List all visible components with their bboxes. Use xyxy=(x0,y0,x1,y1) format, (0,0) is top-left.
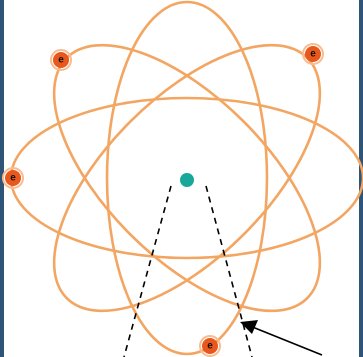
pointer-arrow-shaft xyxy=(250,326,322,355)
electron-top-left: e xyxy=(51,50,71,70)
electron-label: e xyxy=(207,341,213,352)
electron-label: e xyxy=(10,173,16,184)
electron-label: e xyxy=(310,49,316,60)
cone-line-right xyxy=(206,186,252,357)
electron-bottom: e xyxy=(200,336,220,356)
pointer-arrow-head xyxy=(240,320,258,334)
pointer-arrow xyxy=(240,320,322,355)
electron-left: e xyxy=(3,168,23,188)
nucleus xyxy=(180,173,194,187)
electron-label: e xyxy=(58,55,64,66)
electron-top-right: e xyxy=(303,44,323,64)
